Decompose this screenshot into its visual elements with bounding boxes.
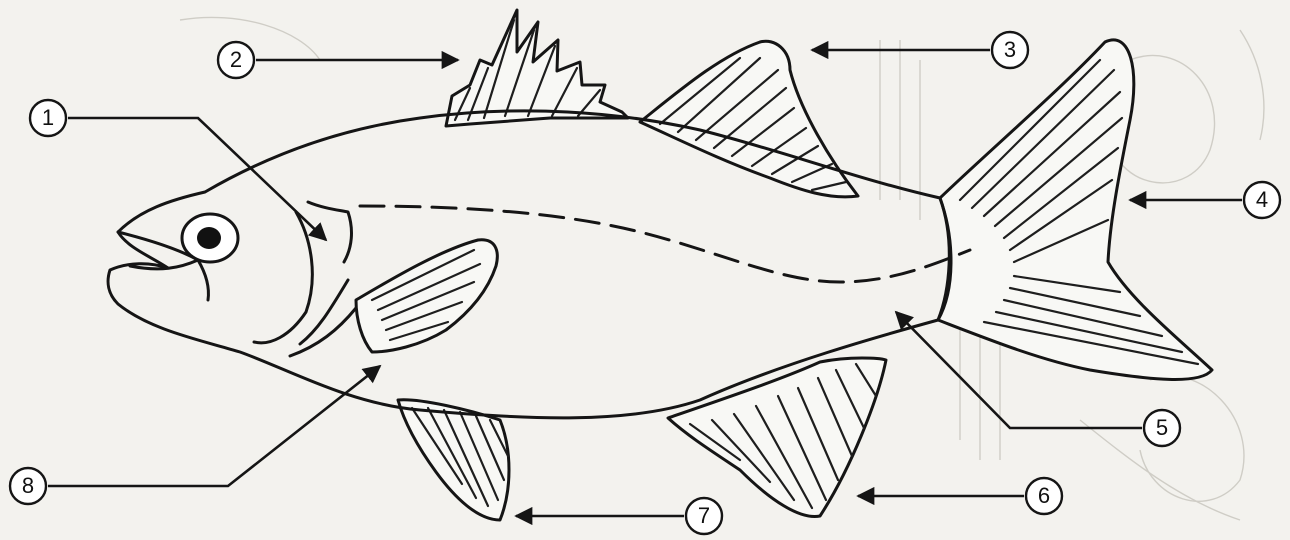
callout-number: 5 (1156, 415, 1168, 440)
pelvic-fin (398, 400, 509, 520)
callout-4: 4 (1130, 182, 1280, 218)
soft-dorsal-fin (640, 41, 858, 197)
callout-number: 4 (1256, 187, 1268, 212)
spiny-dorsal-fin (446, 10, 628, 126)
callout-number: 1 (42, 105, 54, 130)
callout-number: 3 (1004, 37, 1016, 62)
callout-number: 7 (698, 503, 710, 528)
callout-number: 2 (230, 47, 242, 72)
callout-1: 1 (30, 100, 326, 240)
callout-2: 2 (218, 42, 458, 78)
callout-7: 7 (516, 498, 722, 534)
callout-6: 6 (858, 478, 1062, 514)
anal-fin (668, 358, 886, 517)
callout-number: 8 (22, 473, 34, 498)
eye (182, 214, 238, 262)
callout-number: 6 (1038, 483, 1050, 508)
caudal-fin (938, 40, 1212, 380)
